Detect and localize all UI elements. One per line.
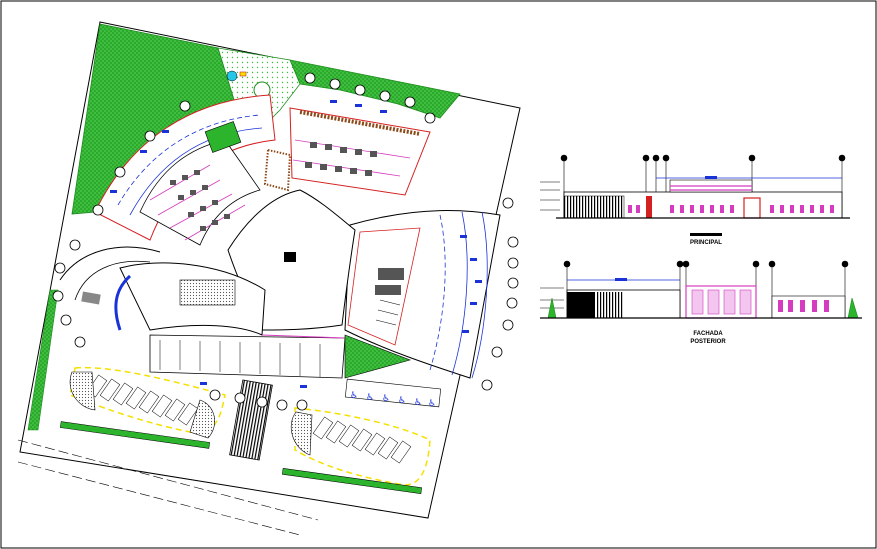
plaza-monument [284,252,296,262]
accessible-parking-row: ♿ ♿ ♿ ♿ ♿ ♿ [344,378,442,409]
elevation-principal: PRINCIPAL [540,154,850,246]
kiosk-icon [239,71,247,77]
elevation-principal-title: PRINCIPAL [690,240,722,246]
dimension-ticks [110,100,482,388]
courtyard-green [204,121,242,153]
elevation-posterior: FACHADA POSTERIOR [540,260,862,345]
auditorium [179,279,236,306]
wheelchair-icon: ♿ [382,394,390,404]
wheelchair-icon: ♿ [350,391,358,401]
wheelchair-icon: ♿ [366,393,374,403]
green-triangle [344,334,411,379]
green-strip-west [27,289,59,431]
grid-axis-markers [52,72,519,411]
entrance-arc [59,246,161,281]
stairs-north [263,148,292,192]
road-planter-west [60,421,210,449]
parking-stalls-west [86,374,199,426]
wheelchair-icon: ♿ [428,399,436,409]
elevation-posterior-title-2: POSTERIOR [690,339,726,345]
parking-stalls-east [312,416,412,464]
wheelchair-icon: ♿ [414,398,422,408]
elevation-posterior-title-1: FACHADA [693,331,723,337]
tree-icon [847,297,859,319]
road-edge [17,461,301,536]
wing-south [149,334,346,379]
site-plan: ♿ ♿ ♿ ♿ ♿ ♿ [17,21,521,536]
road-planter-east [281,468,423,494]
pool-icon [226,70,238,82]
wheelchair-icon: ♿ [398,396,406,406]
road-edge [17,439,319,521]
